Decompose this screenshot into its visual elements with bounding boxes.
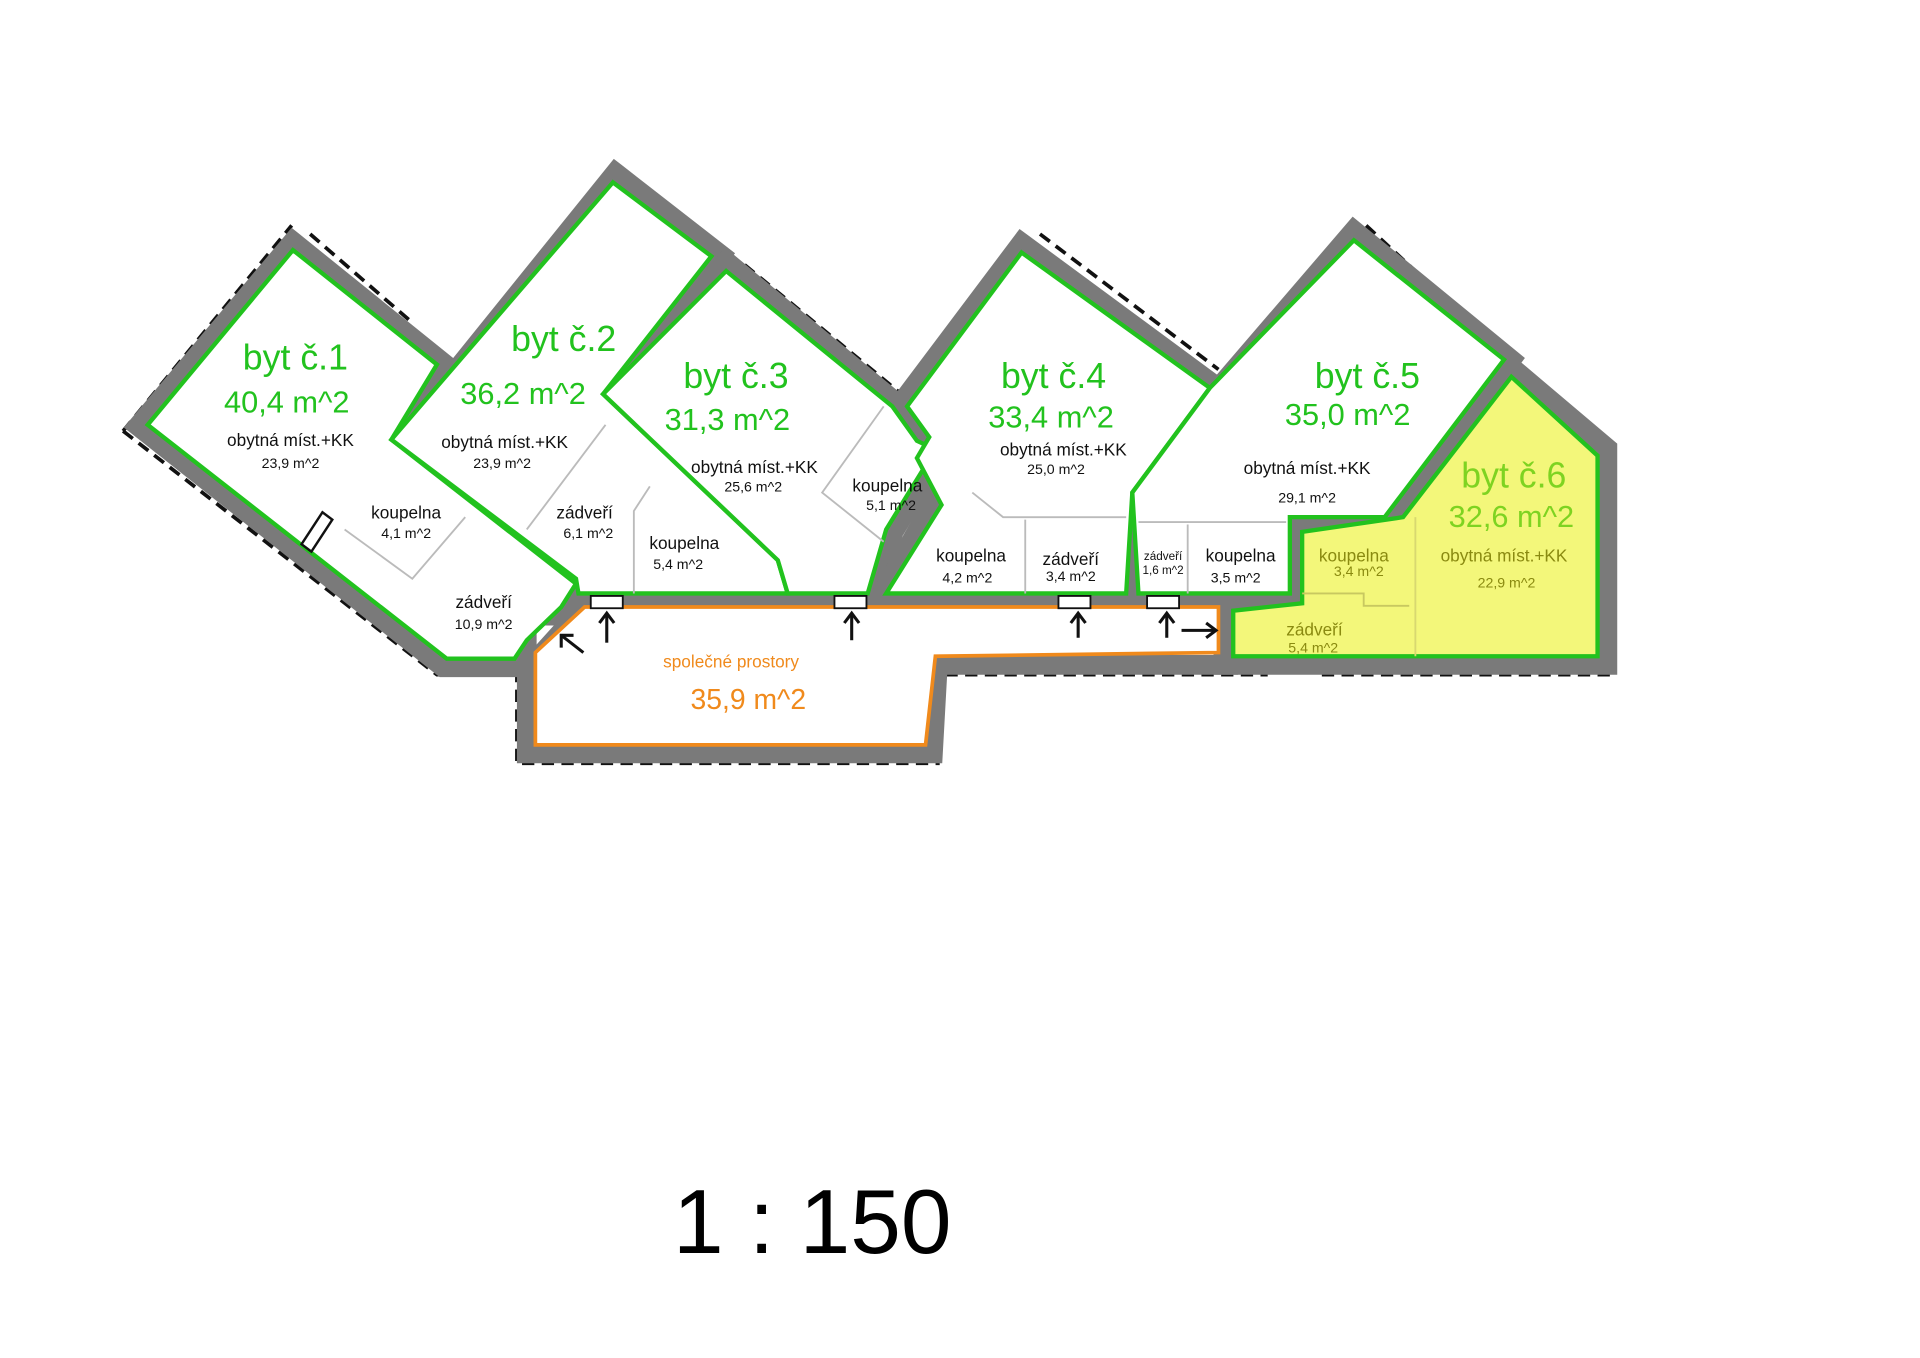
room-name: obytná míst.+KK [227,430,354,450]
room-area: 22,9 m^2 [1478,574,1536,590]
room-name: obytná míst.+KK [441,432,568,452]
room-area: 1,6 m^2 [1142,564,1183,577]
room-area: 3,4 m^2 [1046,568,1096,584]
room-area: 23,9 m^2 [473,455,531,471]
room-name: koupelna [371,502,441,522]
common-area[interactable] [533,605,1221,747]
room-area: 4,2 m^2 [942,569,992,585]
room-name: koupelna [649,533,719,553]
room-area: 4,1 m^2 [381,525,431,541]
room-name: zádveří [455,592,512,612]
arrow-up-icon [1158,610,1176,638]
apartment-title: byt č.4 [1001,356,1106,396]
apartment-title: byt č.2 [511,319,616,359]
room-area: 5,4 m^2 [653,556,703,572]
room-area: 6,1 m^2 [563,525,613,541]
apartment-2-labels: byt č.2 36,2 m^2 obytná míst.+KK 23,9 m^… [441,319,719,572]
room-name: zádveří [1286,619,1343,639]
apartment-1[interactable] [144,247,579,661]
apartment-4-labels: byt č.4 33,4 m^2 obytná míst.+KK 25,0 m^… [936,356,1127,585]
room-name: koupelna [936,545,1006,565]
apartment-3-labels: byt č.3 31,3 m^2 obytná míst.+KK 25,6 m^… [665,356,923,513]
common-area-name: společné prostory [663,651,799,671]
scale-label: 1 : 150 [673,1172,951,1273]
apartment-title: byt č.3 [683,356,788,396]
apartment-title: byt č.5 [1315,356,1420,396]
room-area: 25,0 m^2 [1027,461,1085,477]
apartment-6[interactable] [1231,373,1600,659]
room-name: zádveří [1144,550,1183,563]
room-area: 3,4 m^2 [1334,563,1384,579]
apartment-area: 33,4 m^2 [988,399,1114,434]
room-name: zádveří [1043,549,1100,569]
room-area: 5,4 m^2 [1288,640,1338,656]
arrow-up-left-icon [559,633,585,654]
room-name: koupelna [852,475,922,495]
apartment-area: 35,0 m^2 [1285,397,1411,432]
room-area: 5,1 m^2 [866,497,916,513]
room-name: obytná míst.+KK [1441,545,1568,565]
doors [589,595,1180,610]
common-area-labels: společné prostory 35,9 m^2 [663,651,806,715]
apartment-area: 40,4 m^2 [224,385,350,420]
apartment-1-labels: byt č.1 40,4 m^2 obytná míst.+KK 23,9 m^… [224,337,513,632]
apartment-title: byt č.1 [243,337,348,377]
room-name: obytná míst.+KK [691,457,818,477]
room-name: zádveří [556,502,613,522]
apartment-title: byt č.6 [1461,456,1566,496]
room-area: 23,9 m^2 [262,455,320,471]
arrow-up-icon [598,610,616,643]
common-area-size: 35,9 m^2 [691,683,807,715]
apartment-6-labels: byt č.6 32,6 m^2 obytná míst.+KK 22,9 m^… [1286,456,1574,656]
arrow-up-icon [1069,610,1087,638]
room-name: obytná míst.+KK [1000,440,1127,460]
room-name: koupelna [1319,545,1389,565]
apartment-5[interactable] [1130,237,1507,596]
arrow-right-icon [1181,621,1219,640]
entrance-arrows [559,610,1219,654]
apartment-area: 36,2 m^2 [460,376,586,411]
room-area: 25,6 m^2 [724,478,782,494]
apartment-5-labels: byt č.5 35,0 m^2 obytná míst.+KK 29,1 m^… [1142,356,1419,585]
room-area: 3,5 m^2 [1211,569,1261,585]
arrow-up-icon [843,610,861,641]
apartment-3[interactable] [599,268,939,596]
apartment-area: 32,6 m^2 [1449,499,1575,534]
room-area: 10,9 m^2 [455,616,513,632]
room-name: obytná míst.+KK [1244,458,1371,478]
room-area: 29,1 m^2 [1278,489,1336,505]
apartment-area: 31,3 m^2 [665,402,791,437]
room-name: koupelna [1206,545,1276,565]
